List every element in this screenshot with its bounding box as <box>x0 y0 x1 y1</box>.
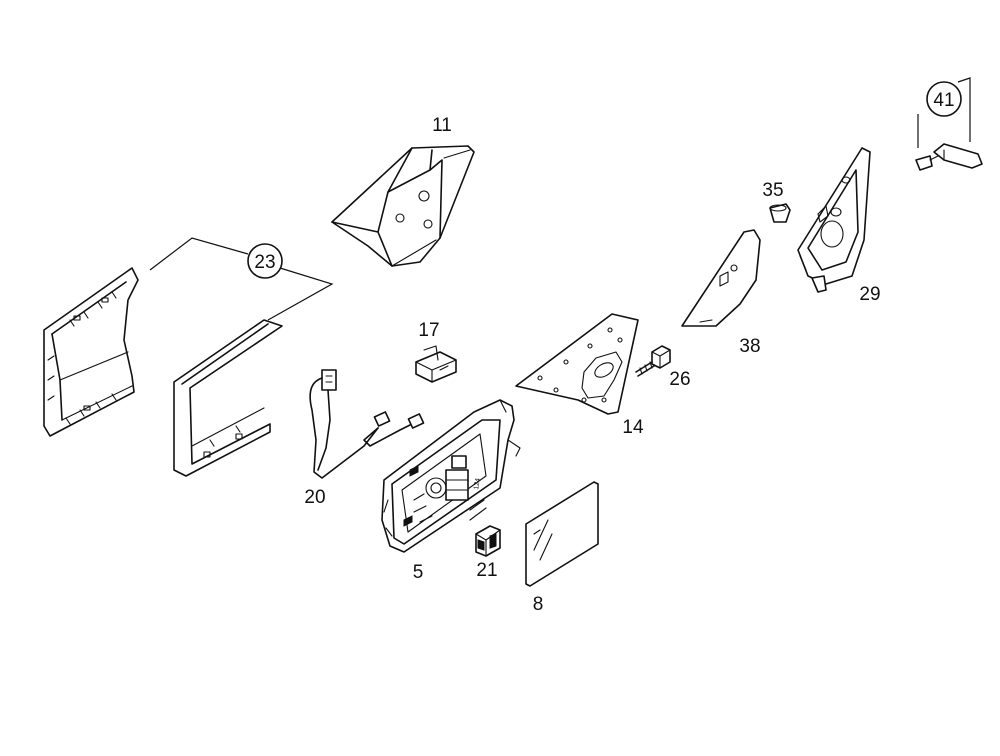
part-35-grommet <box>769 203 791 223</box>
part-8-mirror-glass <box>525 481 599 587</box>
part-23-housing-inner <box>43 267 139 437</box>
label-8: 8 <box>533 594 544 615</box>
part-5-mirror-motor-assembly: 124 <box>381 399 521 553</box>
label-5: 5 <box>413 562 424 583</box>
part-23-housing-frame <box>173 319 283 477</box>
part-29-trim-cover <box>797 147 871 293</box>
label-11: 11 <box>432 115 452 136</box>
label-21: 21 <box>476 560 497 581</box>
part-21-clip <box>475 525 501 557</box>
label-41: 41 <box>933 90 954 111</box>
label-23: 23 <box>254 252 275 273</box>
label-26: 26 <box>669 369 690 390</box>
part-38-seal <box>681 229 761 327</box>
part-26-screw <box>635 345 671 377</box>
label-20: 20 <box>304 487 325 508</box>
label-35: 35 <box>762 180 783 201</box>
part-5-marking: 124 <box>473 478 482 491</box>
part-14-mounting-plate <box>515 313 639 415</box>
part-11-base-cover <box>331 145 475 267</box>
label-29: 29 <box>859 284 880 305</box>
part-41-bracket: 41 <box>915 77 983 171</box>
part-17-connector <box>415 345 457 383</box>
label-38: 38 <box>739 336 760 357</box>
label-17: 17 <box>418 320 439 341</box>
part-20-wiring-harness <box>309 369 425 479</box>
label-14: 14 <box>622 417 644 438</box>
part-23-callout: 23 <box>149 237 334 321</box>
